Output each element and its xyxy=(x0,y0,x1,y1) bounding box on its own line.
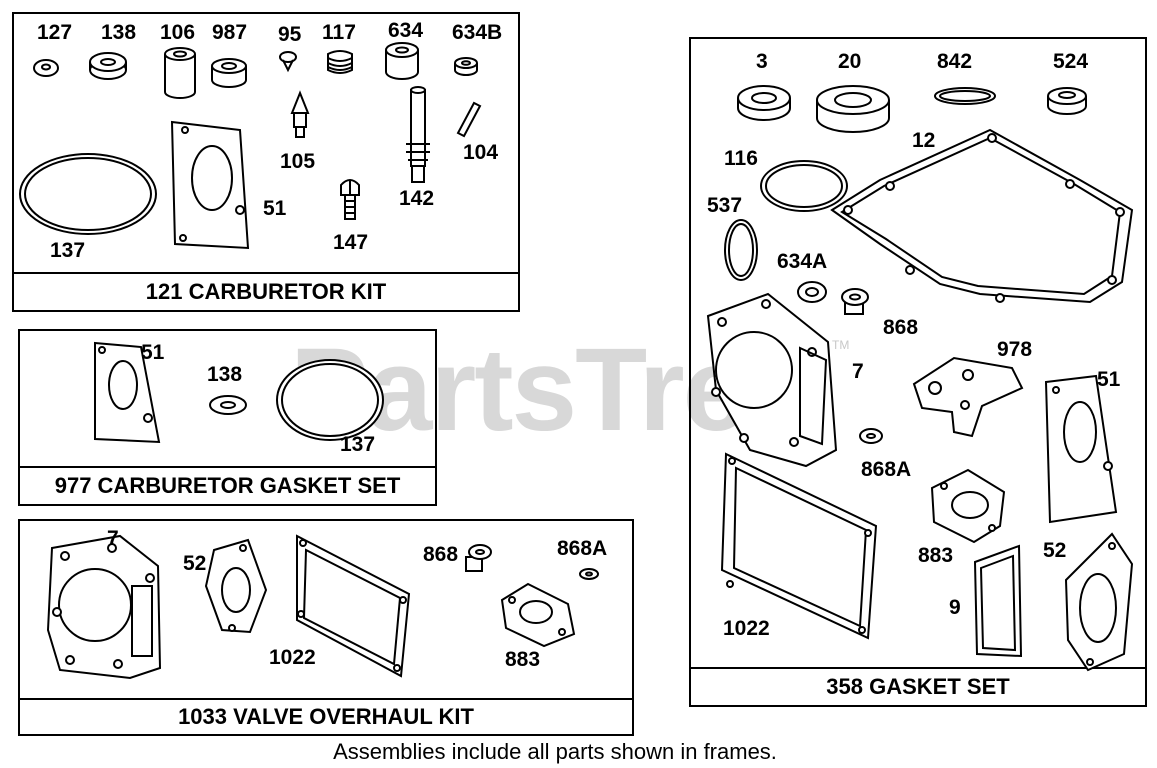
part-label-142: 142 xyxy=(399,187,435,210)
carburetor-kit-title: 121 CARBURETOR KIT xyxy=(14,272,518,310)
gasket-9-drawing xyxy=(973,544,1023,658)
part-label-147: 147 xyxy=(333,231,369,254)
part-label-1022: 1022 xyxy=(723,617,770,640)
gasket-set-title: 358 GASKET SET xyxy=(691,667,1145,705)
spacer-987-drawing xyxy=(211,58,247,88)
seal-3-drawing xyxy=(737,85,791,121)
part-label-634b: 634B xyxy=(452,21,503,44)
part-label-127: 127 xyxy=(37,21,73,44)
part-label-7: 7 xyxy=(107,527,119,550)
part-label-138: 138 xyxy=(207,363,243,386)
plug-524-drawing xyxy=(1047,87,1087,115)
valve-seal-868-drawing xyxy=(841,288,869,315)
gasket-51-drawing xyxy=(170,120,250,250)
tube-142-drawing xyxy=(406,86,430,183)
washer-868a-drawing xyxy=(859,428,883,444)
valve-overhaul-kit-title: 1033 VALVE OVERHAUL KIT xyxy=(20,698,632,734)
pin-104-drawing xyxy=(456,101,482,138)
part-label-634a: 634A xyxy=(777,250,828,273)
bracket-978-drawing xyxy=(912,356,1024,438)
part-label-51: 51 xyxy=(1097,368,1121,391)
head-gasket-7-drawing xyxy=(706,292,838,468)
carburetor-kit-frame: 121 CARBURETOR KIT xyxy=(12,12,520,312)
carburetor-gasket-set-title: 977 CARBURETOR GASKET SET xyxy=(20,466,435,504)
part-label-524: 524 xyxy=(1053,50,1089,73)
oring-116-drawing xyxy=(760,160,848,212)
part-label-137: 137 xyxy=(50,239,86,262)
part-label-104: 104 xyxy=(463,141,499,164)
part-label-105: 105 xyxy=(280,150,316,173)
part-label-1022: 1022 xyxy=(269,646,316,669)
washer-127-drawing xyxy=(33,59,59,77)
part-label-987: 987 xyxy=(212,21,248,44)
part-label-51: 51 xyxy=(141,341,165,364)
cover-gasket-1022-drawing xyxy=(296,534,411,678)
part-label-137: 137 xyxy=(340,433,376,456)
part-label-20: 20 xyxy=(838,50,862,73)
part-label-7: 7 xyxy=(852,360,864,383)
gasket-51-drawing xyxy=(94,341,161,444)
part-label-868a: 868A xyxy=(557,537,608,560)
oring-842-drawing xyxy=(934,87,996,105)
cover-gasket-1022-drawing xyxy=(720,452,878,640)
screw-147-drawing xyxy=(340,179,360,220)
seal-138-drawing xyxy=(209,395,247,415)
crankcase-gasket-12-drawing xyxy=(830,128,1134,304)
part-label-138: 138 xyxy=(101,21,137,44)
part-label-12: 12 xyxy=(912,129,936,152)
part-label-868: 868 xyxy=(423,543,459,566)
part-label-95: 95 xyxy=(278,23,302,46)
screw-95-drawing xyxy=(279,51,297,73)
part-label-634: 634 xyxy=(388,19,424,42)
needle-105-drawing xyxy=(290,90,310,138)
gasket-52-drawing xyxy=(204,538,268,634)
part-label-52: 52 xyxy=(183,552,207,575)
gasket-883-drawing xyxy=(500,582,576,648)
part-label-978: 978 xyxy=(997,338,1033,361)
part-label-106: 106 xyxy=(160,21,196,44)
part-label-3: 3 xyxy=(756,50,768,73)
part-label-842: 842 xyxy=(937,50,973,73)
oring-137-drawing xyxy=(19,153,157,235)
part-label-51: 51 xyxy=(263,197,287,220)
gasket-set-frame: 358 GASKET SET xyxy=(689,37,1147,707)
valve-seal-868-drawing xyxy=(465,544,492,572)
head-gasket-7-drawing xyxy=(46,534,162,680)
seal-138-drawing xyxy=(89,52,127,80)
gasket-52-drawing xyxy=(1064,532,1134,672)
oring-137-drawing xyxy=(276,359,384,441)
part-label-117: 117 xyxy=(322,21,356,44)
gasket-883-drawing xyxy=(930,468,1006,544)
washer-634b-drawing xyxy=(454,57,478,76)
gasket-51-drawing xyxy=(1044,374,1118,524)
bushing-106-drawing xyxy=(164,47,196,99)
float-634-drawing xyxy=(385,42,419,80)
trademark-mark: TM xyxy=(832,338,850,352)
part-label-52: 52 xyxy=(1043,539,1067,562)
oring-537-drawing xyxy=(724,219,758,281)
seal-20-drawing xyxy=(816,85,890,133)
part-label-9: 9 xyxy=(949,596,961,619)
spring-117-drawing xyxy=(327,50,353,74)
washer-634a-drawing xyxy=(797,281,827,303)
assemblies-caption: Assemblies include all parts shown in fr… xyxy=(333,739,777,764)
part-label-116: 116 xyxy=(724,147,758,170)
washer-868a-drawing xyxy=(579,568,599,580)
part-label-868: 868 xyxy=(883,316,919,339)
part-label-883: 883 xyxy=(918,544,954,567)
part-label-883: 883 xyxy=(505,648,541,671)
carburetor-gasket-set-frame: 977 CARBURETOR GASKET SET xyxy=(18,329,437,506)
valve-overhaul-kit-frame: 1033 VALVE OVERHAUL KIT xyxy=(18,519,634,736)
part-label-868a: 868A xyxy=(861,458,912,481)
part-label-537: 537 xyxy=(707,194,743,217)
